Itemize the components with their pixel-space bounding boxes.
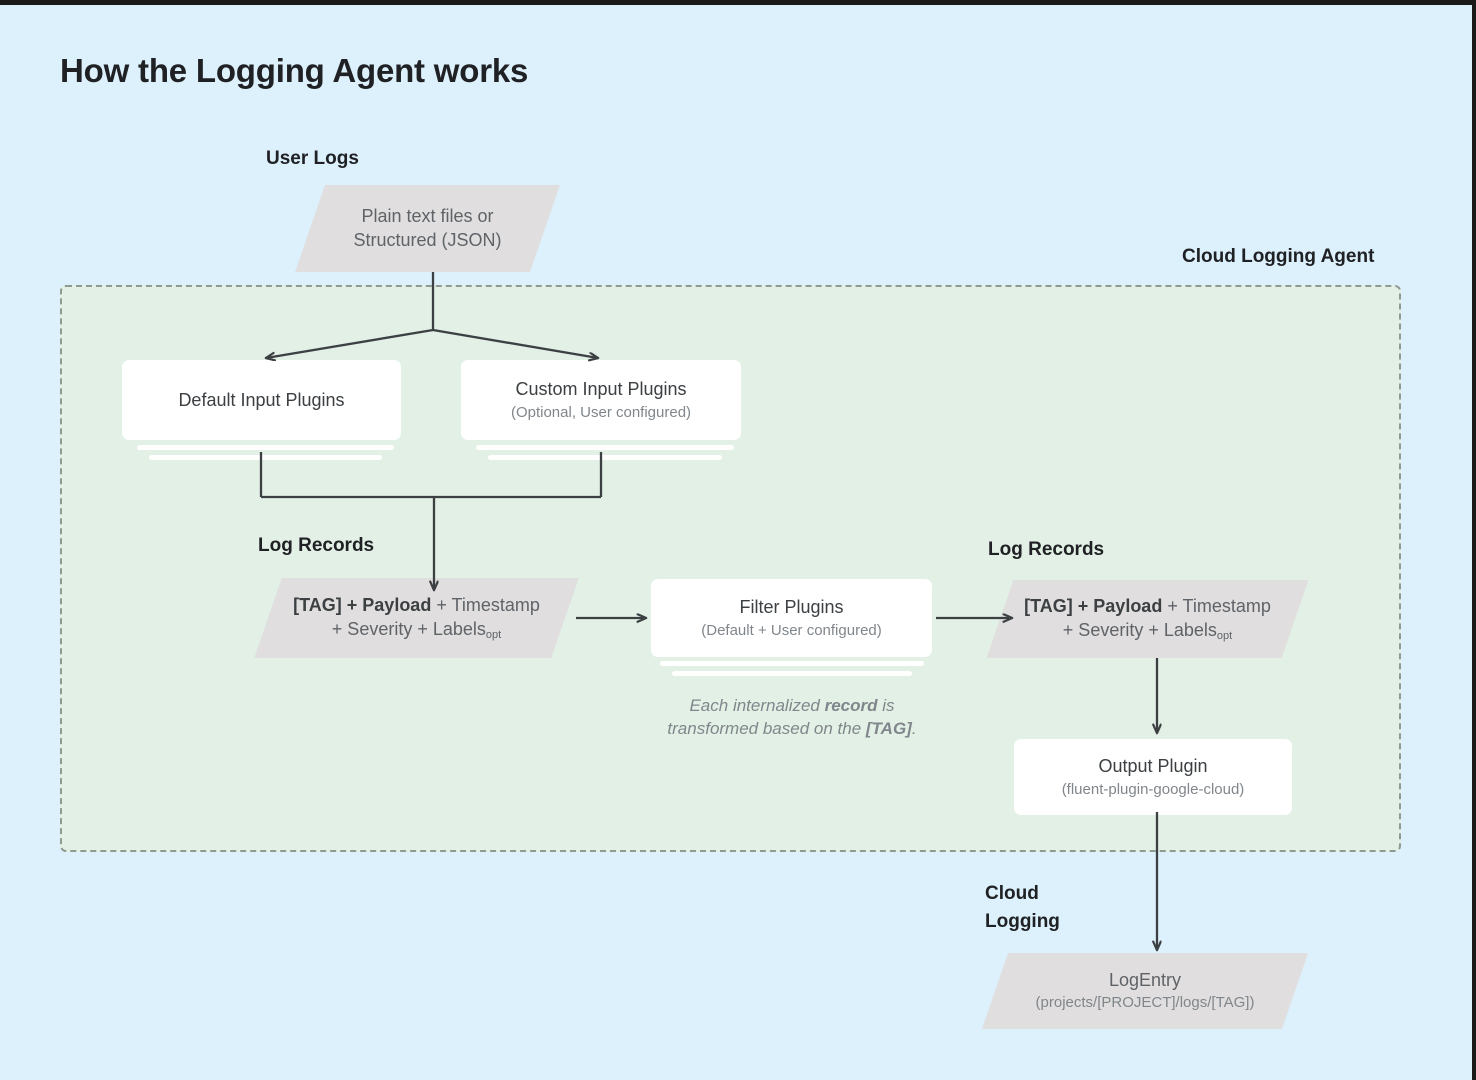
transform-note-line1: Each internalized record is bbox=[689, 696, 894, 715]
node-user-logs-source-line2: Structured (JSON) bbox=[353, 229, 502, 250]
node-output-plugin-title: Output Plugin bbox=[1098, 755, 1208, 776]
transform-note-l2c: . bbox=[911, 719, 917, 739]
node-filter-plugins-subtitle: (Default + User configured) bbox=[701, 622, 882, 640]
node-custom-input-plugins-stack-2 bbox=[488, 455, 722, 460]
node-log-entry-body: LogEntry (projects/[PROJECT]/logs/[TAG]) bbox=[995, 953, 1295, 1029]
node-output-plugin[interactable]: Output Plugin (fluent-plugin-google-clou… bbox=[1014, 739, 1292, 815]
transform-note-l1c: is bbox=[877, 696, 895, 715]
node-log-record-right-line1-rest: + Timestamp bbox=[1162, 595, 1271, 616]
page-title: How the Logging Agent works bbox=[60, 52, 529, 89]
node-log-record-left-line1-rest: + Timestamp bbox=[431, 594, 540, 615]
label-cloud-logging: Cloud Logging bbox=[985, 883, 1060, 932]
node-default-input-plugins-title: Default Input Plugins bbox=[178, 389, 345, 410]
node-log-record-right-line2-rest: + Severity + Labels bbox=[1062, 619, 1217, 640]
label-user-logs: User Logs bbox=[266, 148, 359, 169]
node-log-record-right-line2: + Severity + Labelsopt bbox=[1063, 619, 1232, 643]
node-log-entry-subtitle: (projects/[PROJECT]/logs/[TAG]) bbox=[1035, 993, 1255, 1011]
node-log-record-left-line2-rest: + Severity + Labels bbox=[331, 618, 486, 639]
node-default-input-plugins-stack-2 bbox=[149, 455, 382, 460]
node-default-input-plugins[interactable]: Default Input Plugins bbox=[122, 360, 401, 440]
node-user-logs-source-body: Plain text files or Structured (JSON) bbox=[310, 185, 545, 272]
label-log-records-left: Log Records bbox=[258, 535, 375, 556]
node-log-record-left-line2-sub: opt bbox=[485, 628, 502, 641]
node-custom-input-plugins-subtitle: (Optional, User configured) bbox=[510, 404, 692, 422]
node-filter-plugins-title: Filter Plugins bbox=[739, 596, 844, 617]
node-log-record-right-body: [TAG] + Payload + Timestamp + Severity +… bbox=[1000, 580, 1295, 658]
transform-note-line2: transformed based on the [TAG]. bbox=[667, 719, 916, 738]
node-user-logs-source-line1: Plain text files or bbox=[361, 205, 494, 226]
node-log-record-left-line2: + Severity + Labelsopt bbox=[332, 618, 501, 642]
node-log-record-left-line1-bold: [TAG] + Payload bbox=[293, 594, 432, 615]
node-log-record-right-line1: [TAG] + Payload + Timestamp bbox=[1024, 595, 1271, 619]
top-edge-border bbox=[0, 0, 1476, 5]
node-log-record-left-body: [TAG] + Payload + Timestamp + Severity +… bbox=[268, 578, 565, 658]
node-custom-input-plugins[interactable]: Custom Input Plugins (Optional, User con… bbox=[461, 360, 741, 440]
node-filter-plugins[interactable]: Filter Plugins (Default + User configure… bbox=[651, 579, 932, 657]
label-log-records-right: Log Records bbox=[988, 539, 1105, 560]
node-log-record-right-line1-bold: [TAG] + Payload bbox=[1024, 595, 1163, 616]
node-log-entry-title: LogEntry bbox=[1108, 970, 1182, 991]
node-log-record-right[interactable]: [TAG] + Payload + Timestamp + Severity +… bbox=[986, 580, 1309, 658]
node-log-record-left-line1: [TAG] + Payload + Timestamp bbox=[293, 594, 540, 618]
node-default-input-plugins-stack-1 bbox=[137, 445, 394, 450]
node-log-entry[interactable]: LogEntry (projects/[PROJECT]/logs/[TAG]) bbox=[981, 953, 1309, 1029]
node-filter-plugins-stack-2 bbox=[672, 671, 912, 676]
node-log-record-left[interactable]: [TAG] + Payload + Timestamp + Severity +… bbox=[254, 578, 579, 658]
right-edge-border bbox=[1472, 0, 1476, 1080]
node-user-logs-source[interactable]: Plain text files or Structured (JSON) bbox=[295, 185, 560, 272]
transform-note-l1b: record bbox=[824, 696, 878, 715]
label-cloud-logging-agent: Cloud Logging Agent bbox=[1182, 246, 1375, 267]
transform-note-l2a: transformed based on the bbox=[667, 719, 866, 739]
node-custom-input-plugins-stack-1 bbox=[476, 445, 734, 450]
node-output-plugin-subtitle: (fluent-plugin-google-cloud) bbox=[1061, 781, 1245, 799]
transform-note-l1a: Each internalized bbox=[689, 696, 825, 715]
node-filter-plugins-stack-1 bbox=[660, 661, 924, 666]
transform-note: Each internalized record is transformed … bbox=[631, 694, 953, 741]
node-custom-input-plugins-title: Custom Input Plugins bbox=[515, 378, 687, 399]
node-log-record-right-line2-sub: opt bbox=[1216, 629, 1233, 642]
transform-note-l2b: [TAG] bbox=[865, 719, 912, 739]
